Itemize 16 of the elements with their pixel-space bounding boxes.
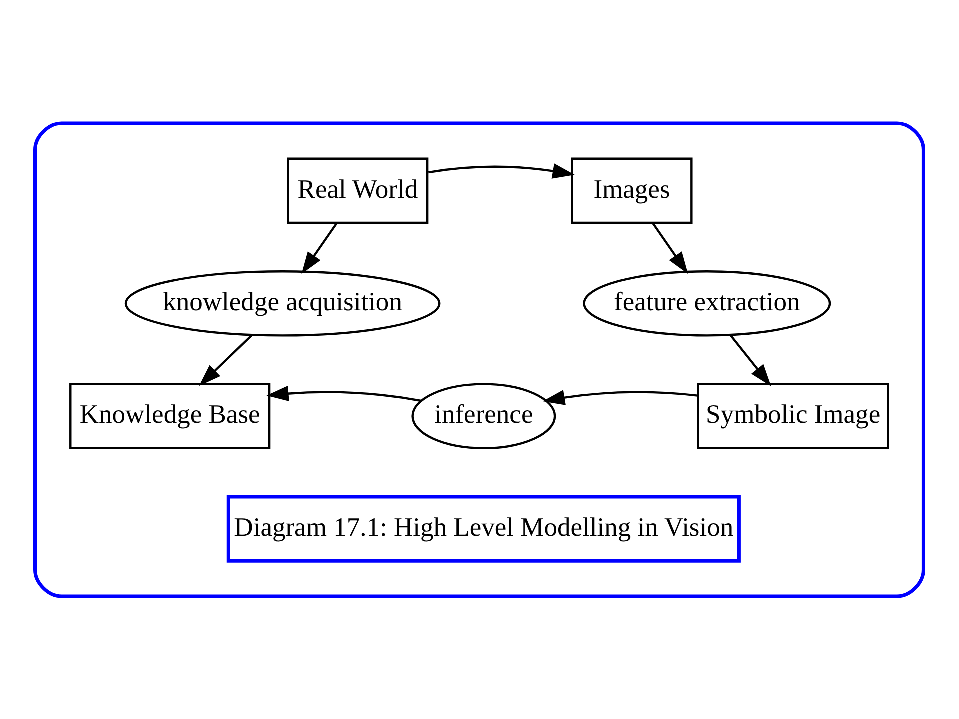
- arrow: [652, 222, 688, 274]
- node-box: Images: [571, 157, 693, 224]
- arrow: [199, 334, 253, 386]
- node-box: Diagram 17.1: High Level Modelling in Vision: [226, 494, 741, 562]
- node-ellipse: feature extraction: [583, 270, 832, 336]
- node-ellipse: knowledge acquisition: [124, 270, 441, 336]
- node-box: Real World: [287, 157, 429, 224]
- arrow: [266, 386, 422, 402]
- cluster: [34, 121, 926, 598]
- arrow: [730, 334, 772, 386]
- arrow: [302, 222, 338, 274]
- arrow: [542, 390, 698, 405]
- node-box: Knowledge Base: [70, 382, 271, 449]
- arrow: [428, 163, 575, 178]
- node-box: Symbolic Image: [697, 382, 890, 449]
- node-ellipse: inference: [412, 382, 556, 449]
